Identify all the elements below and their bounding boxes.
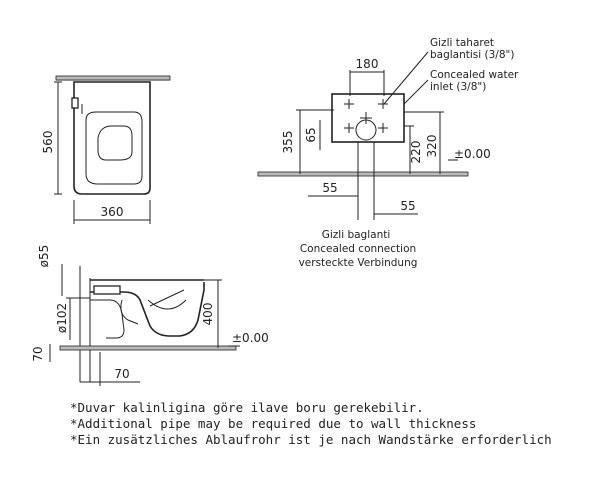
drain-bend <box>90 299 125 339</box>
connection-label-3: versteckte Verbindung <box>299 257 418 269</box>
side-view: 180 355 65 220 320 ±0.00 55 55 Gizli tah… <box>257 37 519 269</box>
note-english: *Additional pipe may be required due to … <box>70 416 476 431</box>
water-label-2: baglantisi (3/8") <box>430 49 514 61</box>
dim-55-left: 55 <box>322 181 337 195</box>
bowl-outline <box>90 282 205 337</box>
dim-180: 180 <box>356 57 379 71</box>
dim-400: 400 <box>201 303 215 326</box>
front-width-dim: 360 <box>101 205 124 219</box>
water-label-4: inlet (3/8") <box>430 81 486 93</box>
dim-70-bottom: 70 <box>114 367 129 381</box>
connection-label-2: Concealed connection <box>300 243 416 255</box>
dim-70-left: 70 <box>31 346 45 361</box>
side-frame <box>331 93 405 143</box>
section-floor <box>59 345 237 351</box>
front-seat-outline <box>85 111 143 185</box>
water-label-1: Gizli taharet <box>430 37 494 49</box>
front-bowl-opening <box>97 125 133 161</box>
dim-phi55: ø55 <box>37 245 51 268</box>
front-hinge <box>71 97 79 109</box>
dim-phi102: ø102 <box>55 303 69 333</box>
note-german: *Ein zusätzliches Ablaufrohr ist je nach… <box>70 432 552 447</box>
dim-220: 220 <box>409 141 423 164</box>
drain-circle <box>355 119 377 141</box>
dim-320: 320 <box>425 135 439 158</box>
section-view: ø55 ø102 70 70 400 ±0.00 <box>31 245 269 386</box>
connection-label-1: Gizli baglanti <box>322 229 391 241</box>
section-floor-level: ±0.00 <box>232 331 269 345</box>
notes: *Duvar kalinligina göre ilave boru gerek… <box>70 400 552 447</box>
mounting-crosses <box>344 99 388 133</box>
front-bowl-outline <box>73 81 151 195</box>
water-label-3: Concealed water <box>430 69 519 81</box>
side-floor <box>257 171 469 177</box>
dim-55-right: 55 <box>400 199 415 213</box>
front-view: 560 360 <box>41 75 171 224</box>
dim-355: 355 <box>281 131 295 154</box>
front-wall-plate <box>55 75 171 81</box>
front-height-dim: 560 <box>41 131 55 154</box>
dim-65: 65 <box>304 127 318 142</box>
side-floor-level: ±0.00 <box>454 147 491 161</box>
note-turkish: *Duvar kalinligina göre ilave boru gerek… <box>70 400 424 415</box>
flush-pipe <box>93 285 121 295</box>
